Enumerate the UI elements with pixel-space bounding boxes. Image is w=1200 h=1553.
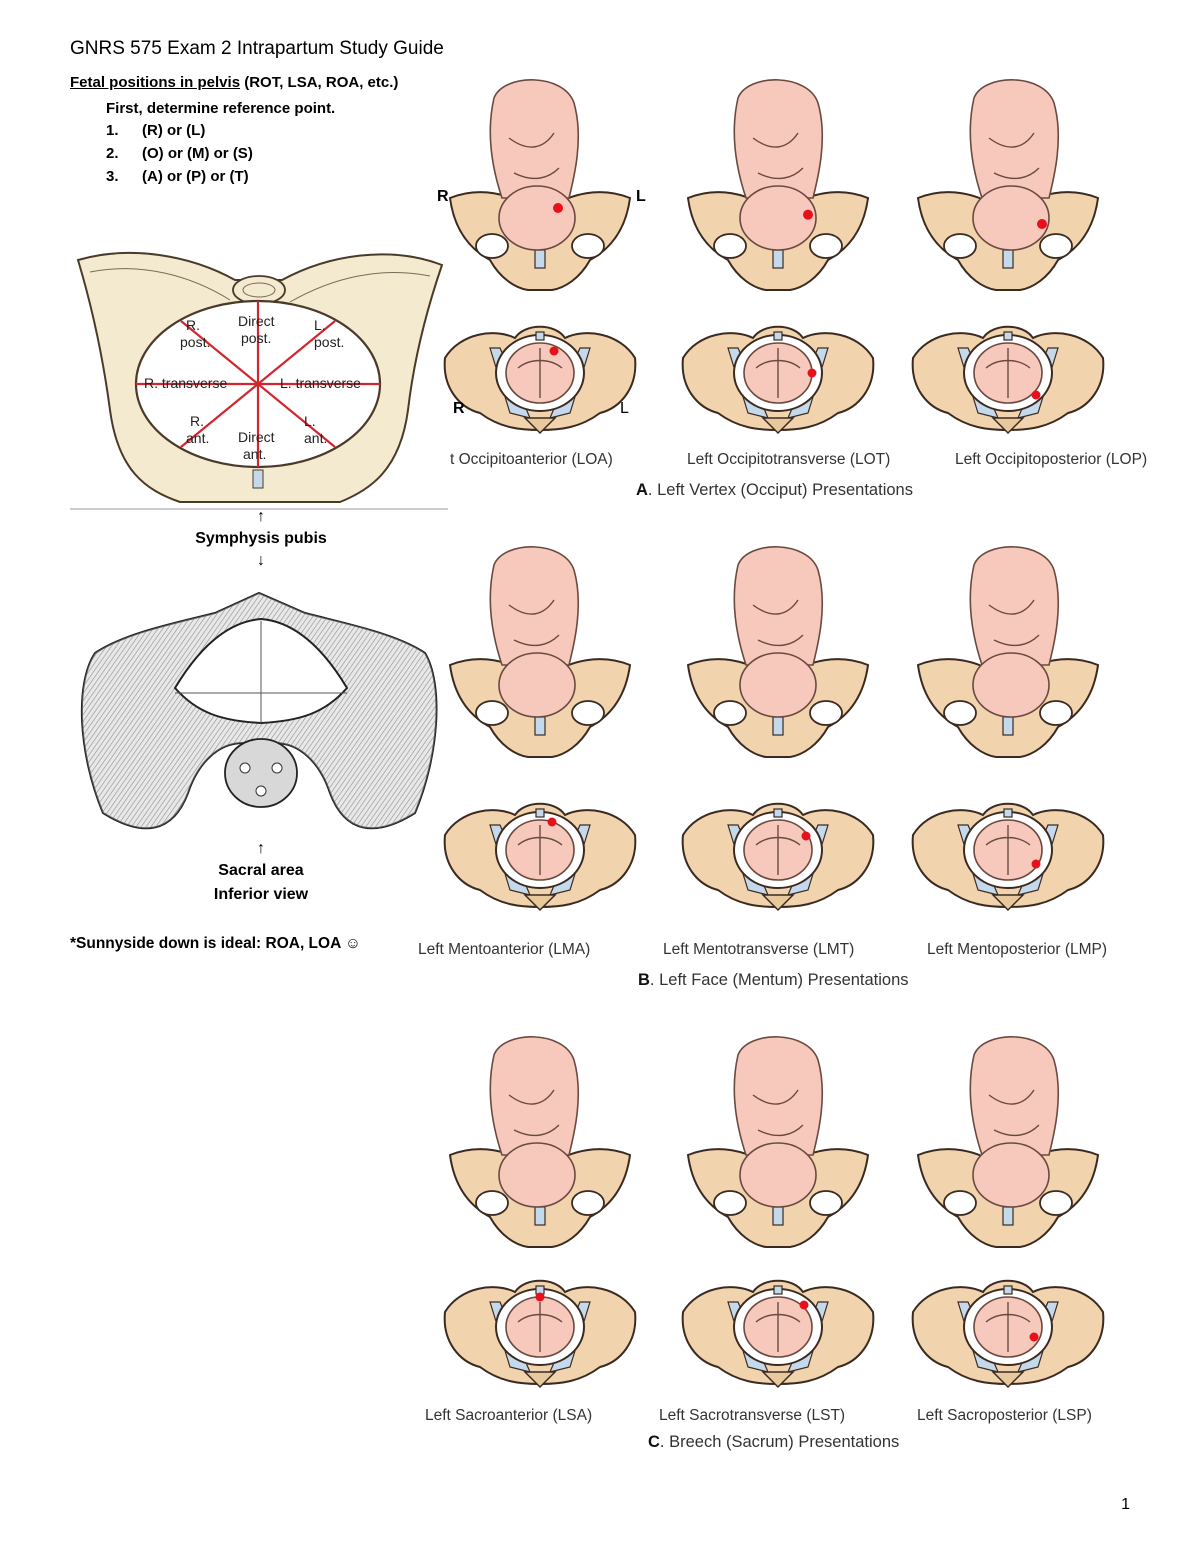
list-number: 1.: [106, 122, 119, 139]
side-label-l-top: L: [636, 188, 646, 205]
presentation-side-view-figure: [686, 546, 870, 758]
symphysis-down-arrow: ↓: [257, 552, 265, 569]
section-a-title-text: . Left Vertex (Occiput) Presentations: [647, 481, 913, 499]
list-item: 2. (O) or (M) or (S): [106, 145, 253, 168]
page-number: 1: [1121, 1496, 1130, 1513]
pelvis-inferior-view-illustration: [80, 591, 438, 830]
caption-lot: Left Occipitotransverse (LOT): [687, 451, 891, 468]
presentation-inlet-view-figure: [443, 325, 637, 435]
section-c-title-text: . Breech (Sacrum) Presentations: [659, 1433, 900, 1451]
symphysis-pubis-label: Symphysis pubis: [195, 530, 327, 547]
side-label-l-bottom: L: [620, 400, 629, 417]
presentation-inlet-view-figure: [681, 325, 875, 435]
list-number: 2.: [106, 145, 119, 162]
presentation-side-view-figure: [448, 546, 632, 758]
section-c-letter: C: [648, 1433, 660, 1451]
label-r-transverse: R. transverse: [144, 375, 227, 391]
presentation-inlet-view-figure: [443, 802, 637, 912]
section-a-title: A. Left Vertex (Occiput) Presentations: [636, 481, 913, 500]
sunnyside-note: *Sunnyside down is ideal: ROA, LOA ☺: [70, 935, 361, 952]
presentation-side-view-figure: [686, 1036, 870, 1248]
document-title: GNRS 575 Exam 2 Intrapartum Study Guide: [70, 38, 444, 59]
caption-lst: Left Sacrotransverse (LST): [659, 1407, 846, 1424]
sacral-up-arrow: ↑: [257, 840, 265, 857]
section-a-letter: A: [636, 481, 648, 499]
caption-lsp: Left Sacroposterior (LSP): [917, 1407, 1092, 1424]
label-l-transverse: L. transverse: [280, 375, 361, 391]
presentation-inlet-view-figure: [911, 1279, 1105, 1389]
caption-lmp: Left Mentoposterior (LMP): [927, 941, 1108, 958]
section-c-title: C. Breech (Sacrum) Presentations: [648, 1433, 899, 1452]
caption-lsa: Left Sacroanterior (LSA): [425, 1407, 593, 1424]
list-number: 3.: [106, 168, 119, 185]
section-b-title-text: . Left Face (Mentum) Presentations: [649, 971, 909, 989]
list-text: (R) or (L): [142, 122, 206, 139]
list-text: (O) or (M) or (S): [142, 145, 253, 162]
list-text: (A) or (P) or (T): [142, 168, 249, 185]
presentation-side-view-figure: [916, 546, 1100, 758]
caption-lmt: Left Mentotransverse (LMT): [663, 941, 855, 958]
label-l-post: L.post.: [314, 317, 344, 350]
inferior-view-label: Inferior view: [213, 886, 309, 903]
section-heading: Fetal positions in pelvis (ROT, LSA, ROA…: [70, 74, 398, 91]
section-b-title: B. Left Face (Mentum) Presentations: [638, 971, 909, 990]
heading-underlined-text: Fetal positions in pelvis: [70, 74, 241, 91]
presentation-side-view-figure: [916, 1036, 1100, 1248]
presentation-inlet-view-figure: [443, 1279, 637, 1389]
presentation-side-view-figure: [448, 79, 632, 291]
sacral-area-label: Sacral area: [218, 862, 304, 879]
caption-loa: t Occipitoanterior (LOA): [450, 451, 613, 468]
symphysis-up-arrow: ↑: [257, 508, 265, 525]
list-item: 1. (R) or (L): [106, 122, 253, 145]
reference-list: 1. (R) or (L) 2. (O) or (M) or (S) 3. (A) o…: [106, 122, 253, 191]
caption-lop: Left Occipitoposterior (LOP): [955, 451, 1148, 468]
side-label-r-top: R: [437, 188, 449, 205]
section-b-letter: B: [638, 971, 650, 989]
presentation-side-view-figure: [686, 79, 870, 291]
side-label-r-bottom: R: [453, 400, 465, 417]
presentation-inlet-view-figure: [911, 325, 1105, 435]
presentation-inlet-view-figure: [681, 1279, 875, 1389]
caption-lma: Left Mentoanterior (LMA): [418, 941, 591, 958]
list-item: 3. (A) or (P) or (T): [106, 168, 253, 191]
label-l-ant: L.ant.: [304, 413, 327, 446]
presentation-inlet-view-figure: [911, 802, 1105, 912]
label-r-ant: R.ant.: [186, 413, 209, 446]
presentation-inlet-view-figure: [681, 802, 875, 912]
presentation-side-view-figure: [916, 79, 1100, 291]
presentation-side-view-figure: [448, 1036, 632, 1248]
reference-step: First, determine reference point.: [106, 100, 336, 117]
label-r-post: R.post.: [180, 317, 210, 350]
heading-rest-text: (ROT, LSA, ROA, etc.): [240, 74, 399, 91]
